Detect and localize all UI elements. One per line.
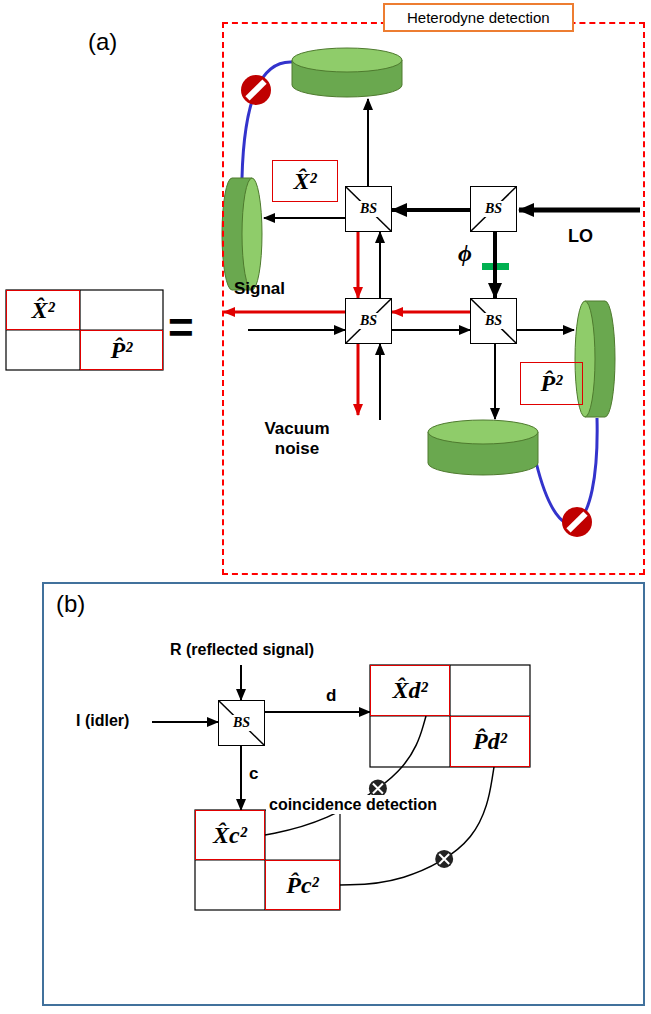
coincidence-symbol [435, 850, 453, 868]
connector [265, 711, 370, 713]
illustration-part [245, 79, 266, 100]
beam-label: I (idler) [76, 711, 129, 730]
quadrature-box: X̂² [6, 290, 80, 330]
quadrature-label: P̂² [111, 337, 133, 364]
illustration-part [575, 301, 595, 417]
equals-sign: = [168, 302, 194, 355]
quadrature-box: X̂² [272, 160, 338, 202]
quadrature-label: P̂c² [286, 872, 319, 899]
connector [392, 329, 470, 331]
quadrature-label: X̂² [31, 297, 54, 324]
illustration-part [428, 420, 538, 444]
annotation: coincidence detection [266, 795, 440, 814]
splitter-label: BS [483, 201, 504, 217]
connector [240, 746, 242, 810]
photodetector [222, 48, 615, 475]
quadrature-label: X̂c² [213, 822, 247, 849]
quadrature-label: X̂d² [392, 677, 427, 704]
splitter-label: BS [483, 313, 504, 329]
edge-label: ϕ [458, 240, 472, 267]
quadrature-box: P̂c² [265, 860, 340, 910]
illustration-part [224, 311, 345, 314]
splitter-label: BS [358, 201, 379, 217]
connector [379, 232, 381, 298]
edge-label: d [326, 686, 336, 706]
beam-label: Vacuum noise [256, 419, 338, 460]
illustration-part [536, 418, 597, 524]
illustration-part [566, 511, 587, 532]
illustration-part [240, 665, 242, 700]
illustration-part [6, 290, 163, 370]
splitter-diagonal [471, 299, 516, 343]
quadrature-label: P̂d² [473, 728, 507, 755]
panel-label: (b) [56, 590, 85, 618]
coincidence-symbol [373, 783, 383, 793]
quadrature-box: P̂² [520, 362, 583, 405]
beam-label: LO [568, 226, 593, 248]
coincidence-symbol [439, 854, 449, 864]
illustration-part [195, 810, 340, 910]
connector [265, 716, 426, 835]
beam-arrow [152, 99, 640, 722]
illustration-part [242, 178, 262, 290]
illustration-part [292, 48, 402, 72]
quadrature-box: X̂d² [370, 665, 450, 716]
illustration-part [367, 99, 369, 186]
illustration-part [517, 329, 574, 331]
illustration-part [370, 665, 530, 767]
quadrature-box: P̂d² [450, 716, 530, 767]
edge-label: c [249, 764, 258, 784]
quadrature-box: P̂² [80, 330, 163, 370]
connector [357, 232, 360, 298]
connector [392, 311, 470, 314]
illustration-part [152, 721, 218, 723]
beam-splitter: BS [470, 298, 517, 344]
beam-splitter: BS [345, 186, 392, 232]
illustration-part [562, 507, 592, 537]
region-heading: Heterodyne detection [383, 3, 574, 32]
connector [340, 767, 494, 885]
quadrature-label: X̂² [293, 168, 316, 195]
splitter-diagonal [471, 187, 516, 231]
illustration-part [241, 75, 271, 105]
illustration-part [264, 217, 345, 219]
beam-splitter: BS [218, 700, 265, 746]
quadrature-box: X̂c² [195, 810, 265, 860]
splitter-diagonal [219, 701, 264, 745]
detection-region: X̂²BSBSBSBSP̂²Heterodyne detection [222, 22, 645, 575]
illustration-part [248, 329, 345, 331]
connector [392, 208, 470, 212]
beam-label: Signal [234, 279, 285, 299]
illustration-part [357, 344, 360, 415]
detector-wire [242, 62, 597, 524]
subtraction-symbol [241, 75, 592, 537]
splitter-diagonal [346, 299, 391, 343]
panel-frame: BS X̂d² P̂d² X̂c² P̂c² (b) [42, 582, 645, 1006]
panel-label: (a) [88, 28, 117, 57]
splitter-diagonal [346, 187, 391, 231]
beam-label: R (reflected signal) [150, 640, 334, 659]
splitter-label: BS [231, 715, 252, 731]
coincidence-symbol [435, 850, 453, 868]
connector [493, 232, 497, 298]
illustration-part [519, 208, 640, 213]
splitter-label: BS [358, 313, 379, 329]
illustration-part [379, 344, 381, 420]
quadrature-label: P̂² [541, 370, 563, 397]
beam-splitter: BS [345, 298, 392, 344]
matrix-grid [6, 290, 530, 910]
beam-splitter: BS [470, 186, 517, 232]
illustration-part [494, 344, 496, 419]
